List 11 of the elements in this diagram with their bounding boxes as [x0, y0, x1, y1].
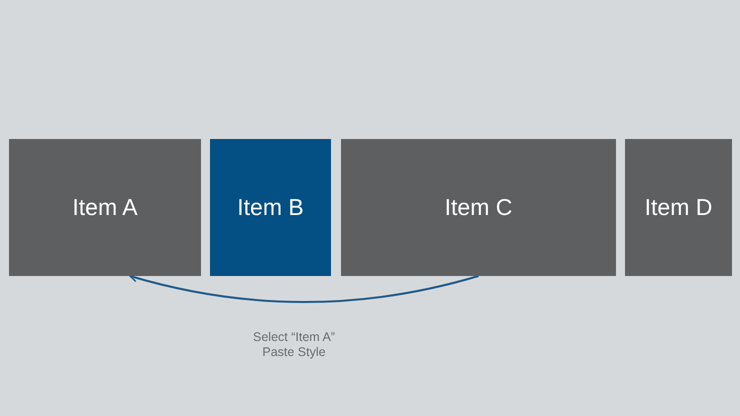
instruction-note: Select “Item A” [252, 330, 336, 344]
item-label: Item B [237, 194, 304, 221]
item-box [9, 139, 201, 276]
item-box [210, 139, 331, 276]
item-box [341, 139, 616, 276]
instruction-note: Paste Style [261, 345, 327, 359]
item-label: Item C [444, 194, 512, 221]
item-box [625, 139, 732, 276]
curved-arrow [129, 274, 479, 303]
item-label: Item A [72, 194, 138, 221]
item-label: Item D [644, 194, 712, 221]
